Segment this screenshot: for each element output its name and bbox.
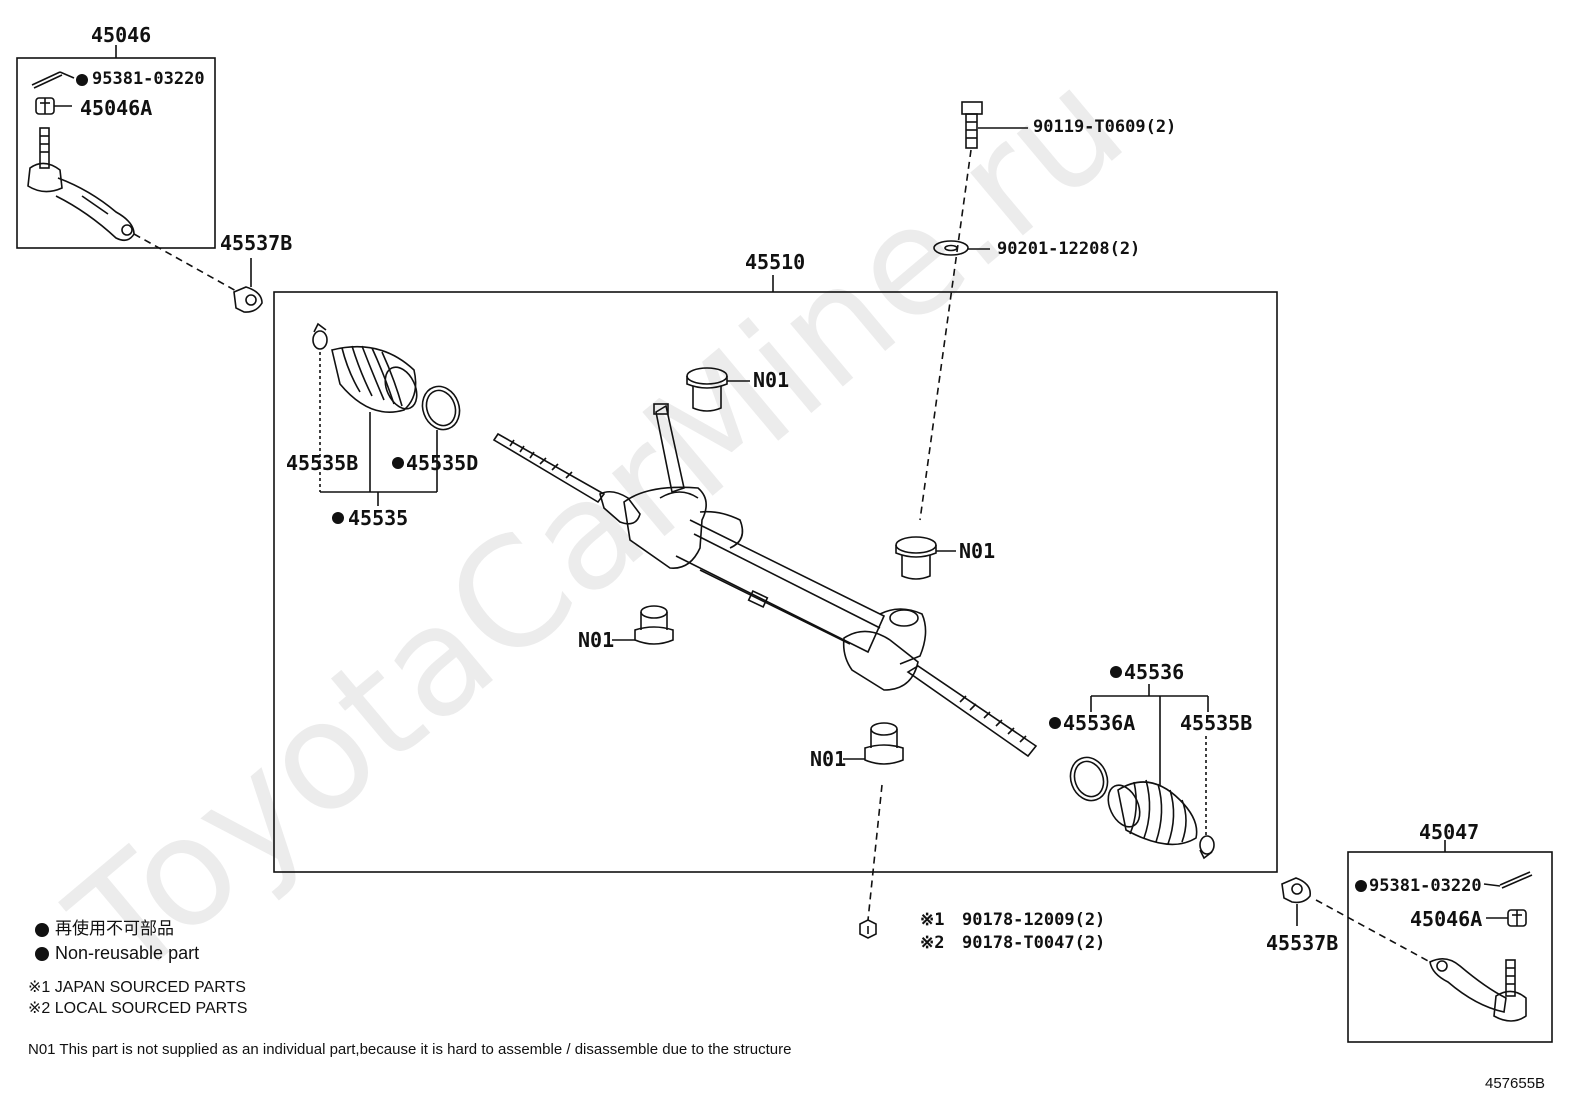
label-boot-ring-left: 45535D — [406, 451, 479, 475]
gear-assembly-frame — [273, 291, 1278, 873]
label-boot-clip-right: 45535B — [1180, 711, 1253, 735]
boot-clip-left-icon — [312, 322, 328, 350]
legend-non-reusable-en: Non-reusable part — [55, 943, 200, 963]
bolt-icon — [961, 101, 983, 149]
group-gear-assembly: 45510 — [745, 250, 806, 274]
label-boot-kit-right: 45536 — [1124, 660, 1185, 684]
n01-bushing-right-icon — [895, 536, 937, 580]
label-n01-bottom: N01 — [810, 747, 847, 771]
group-left-tie-rod: 45046 — [91, 23, 152, 47]
washer-icon — [933, 240, 969, 256]
n01-bushing-left-icon — [634, 605, 674, 645]
label-bushing-right: 45537B — [1266, 931, 1339, 955]
label-nut-left: 45046A — [80, 96, 153, 120]
steering-boot-left-icon — [331, 345, 418, 413]
castle-nut-left-icon — [35, 97, 72, 115]
legend-n01-note: N01 This part is not supplied as an indi… — [28, 1041, 792, 1058]
label-pin-right: 95381-03220 — [1369, 876, 1482, 896]
legend-non-reusable-jp: 再使用不可部品 — [55, 919, 174, 938]
label-boot-clip-left: 45535B — [286, 451, 359, 475]
legend-japan-sourced: ※1 JAPAN SOURCED PARTS — [28, 979, 246, 996]
castle-nut-right-icon — [1486, 909, 1527, 927]
mark-local: ※2 — [920, 933, 945, 953]
legend-local-sourced: ※2 LOCAL SOURCED PARTS — [28, 1000, 248, 1017]
nut-icon — [859, 919, 877, 939]
label-n01-right: N01 — [959, 539, 996, 563]
steering-boot-right-icon — [1107, 779, 1198, 846]
tie-rod-end-right-icon — [1429, 958, 1527, 1022]
cotter-pin-right-icon — [1483, 871, 1533, 889]
label-pin-left: 95381-03220 — [92, 69, 205, 89]
label-nut-right: 45046A — [1410, 907, 1483, 931]
label-n01-left: N01 — [578, 628, 615, 652]
right-tie-rod-frame — [1347, 851, 1553, 1043]
cotter-pin-left-icon — [31, 71, 75, 89]
boot-clip-right-icon — [1199, 835, 1215, 860]
label-bushing-left: 45537B — [220, 231, 293, 255]
non-reusable-markers — [35, 74, 1367, 961]
mark-japan: ※1 — [920, 910, 945, 930]
bushing-right-icon — [1281, 877, 1312, 904]
label-n01-top: N01 — [753, 368, 790, 392]
label-boot-kit-left: 45535 — [348, 506, 409, 530]
bushing-left-icon — [233, 286, 263, 313]
tie-rod-end-left-icon — [27, 127, 135, 242]
steering-rack-icon — [492, 403, 1038, 758]
n01-bushing-top-icon — [686, 367, 728, 412]
diagram-id: 457655B — [1485, 1075, 1546, 1092]
label-nut-japan: 90178-12009(2) — [962, 910, 1106, 930]
label-boot-ring-right: 45536A — [1063, 711, 1136, 735]
label-bolt: 90119-T0609(2) — [1033, 117, 1177, 137]
label-nut-local: 90178-T0047(2) — [962, 933, 1106, 953]
boot-ring-right-icon — [1069, 756, 1109, 802]
n01-bushing-bottom-icon — [864, 722, 904, 765]
label-washer: 90201-12208(2) — [997, 239, 1141, 259]
group-right-tie-rod: 45047 — [1419, 820, 1480, 844]
boot-ring-left-icon — [421, 385, 461, 431]
